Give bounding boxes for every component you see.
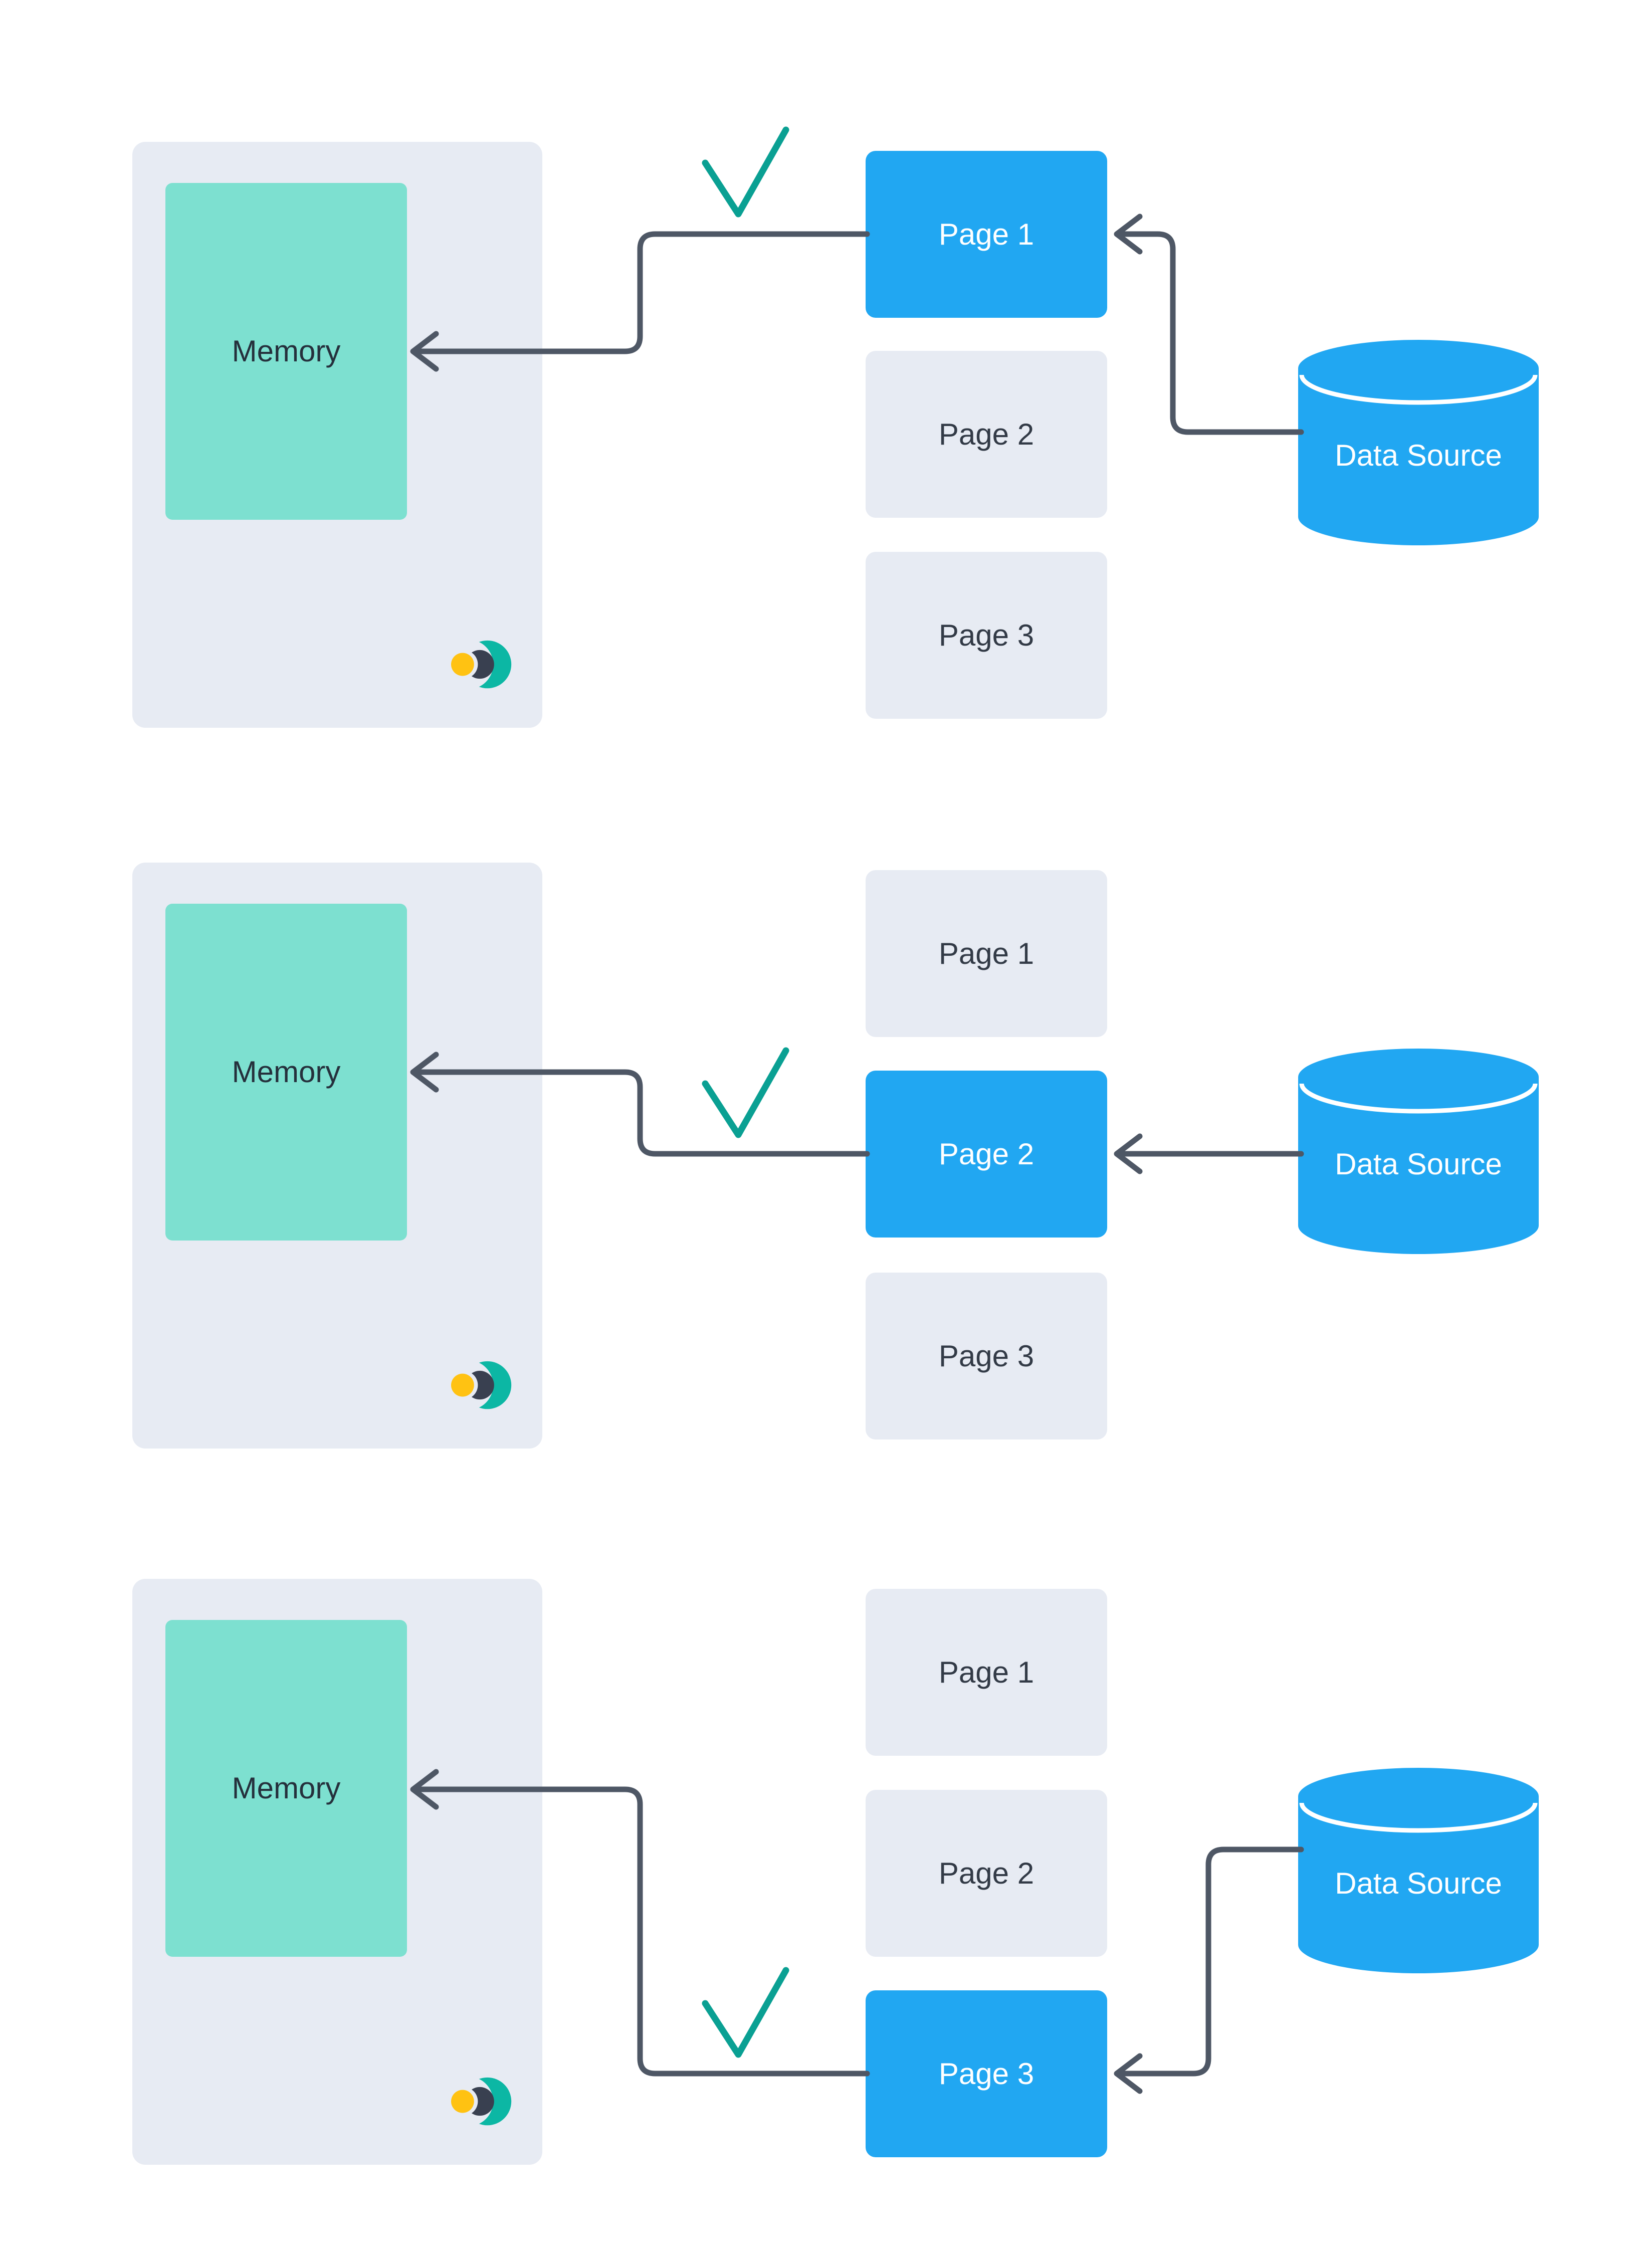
- memory-label: Memory: [232, 334, 341, 368]
- page-label: Page 3: [938, 2057, 1035, 2091]
- memory-label: Memory: [232, 1055, 341, 1089]
- memory-label: Memory: [232, 1771, 341, 1805]
- check-icon: [702, 1047, 789, 1138]
- arrow-left-icon: [1114, 1133, 1143, 1174]
- database-cylinder-icon: Data Source: [1298, 1049, 1539, 1254]
- database-cylinder-icon: Data Source: [1298, 340, 1539, 545]
- page-label: Page 2: [938, 417, 1035, 451]
- crescent-moon-logo-icon: [451, 639, 512, 690]
- datasource-label: Data Source: [1335, 439, 1502, 472]
- page-label: Page 1: [938, 1655, 1035, 1689]
- page-box-3: Page 3: [866, 1273, 1107, 1440]
- memory-box: Memory: [165, 904, 407, 1241]
- check-icon: [702, 126, 789, 218]
- arrow-left-icon: [1114, 2053, 1143, 2094]
- page-label: Page 1: [938, 217, 1035, 251]
- arrow-datasource-to-page3: [1118, 1846, 1304, 2077]
- page-label: Page 1: [938, 936, 1035, 970]
- page-box-2: Page 2: [866, 1071, 1107, 1238]
- datasource-label: Data Source: [1335, 1867, 1502, 1900]
- page-label: Page 2: [938, 1856, 1035, 1890]
- memory-panel: Memory: [132, 1579, 542, 2165]
- memory-box: Memory: [165, 1620, 407, 1957]
- memory-panel: Memory: [132, 863, 542, 1449]
- check-icon: [702, 1967, 789, 2058]
- datasource-label: Data Source: [1335, 1147, 1502, 1181]
- crescent-moon-logo-icon: [451, 2076, 512, 2127]
- arrow-left-icon: [1114, 214, 1143, 255]
- database-cylinder-icon: Data Source: [1298, 1768, 1539, 1973]
- page-label: Page 3: [938, 1339, 1035, 1373]
- memory-box: Memory: [165, 183, 407, 520]
- page-box-3: Page 3: [866, 552, 1107, 719]
- arrow-datasource-to-page1: [1118, 231, 1304, 435]
- page-box-2: Page 2: [866, 1790, 1107, 1957]
- crescent-moon-logo-icon: [451, 1360, 512, 1410]
- page-box-3: Page 3: [866, 1990, 1107, 2157]
- memory-panel: Memory: [132, 142, 542, 728]
- page-box-1: Page 1: [866, 870, 1107, 1037]
- page-label: Page 3: [938, 618, 1035, 652]
- page-label: Page 2: [938, 1137, 1035, 1171]
- page-box-1: Page 1: [866, 151, 1107, 318]
- page-box-1: Page 1: [866, 1589, 1107, 1756]
- page-box-2: Page 2: [866, 351, 1107, 518]
